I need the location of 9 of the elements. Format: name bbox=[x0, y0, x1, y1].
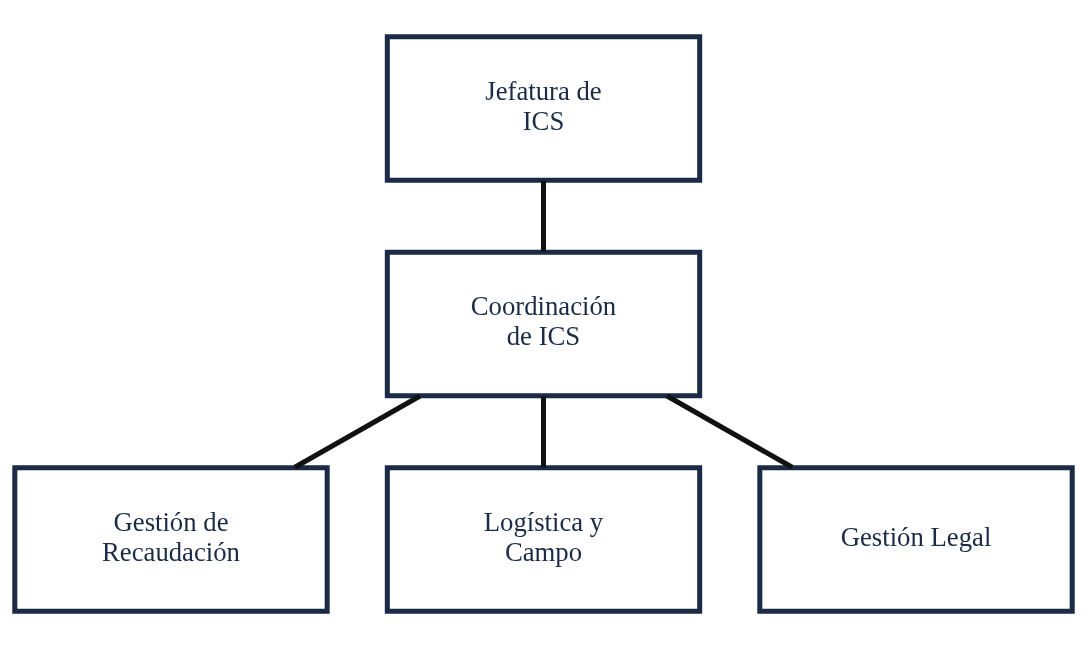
node-box: Coordinación de ICS bbox=[384, 249, 703, 399]
node-box: Logística y Campo bbox=[384, 465, 703, 614]
connector bbox=[293, 393, 422, 470]
node-box: Gestión Legal bbox=[757, 465, 1075, 614]
connector bbox=[541, 180, 546, 252]
node-box: Jefatura de ICS bbox=[384, 34, 703, 183]
connector bbox=[665, 393, 794, 470]
connector bbox=[541, 396, 546, 468]
node-box: Gestión de Recaudación bbox=[12, 465, 330, 614]
